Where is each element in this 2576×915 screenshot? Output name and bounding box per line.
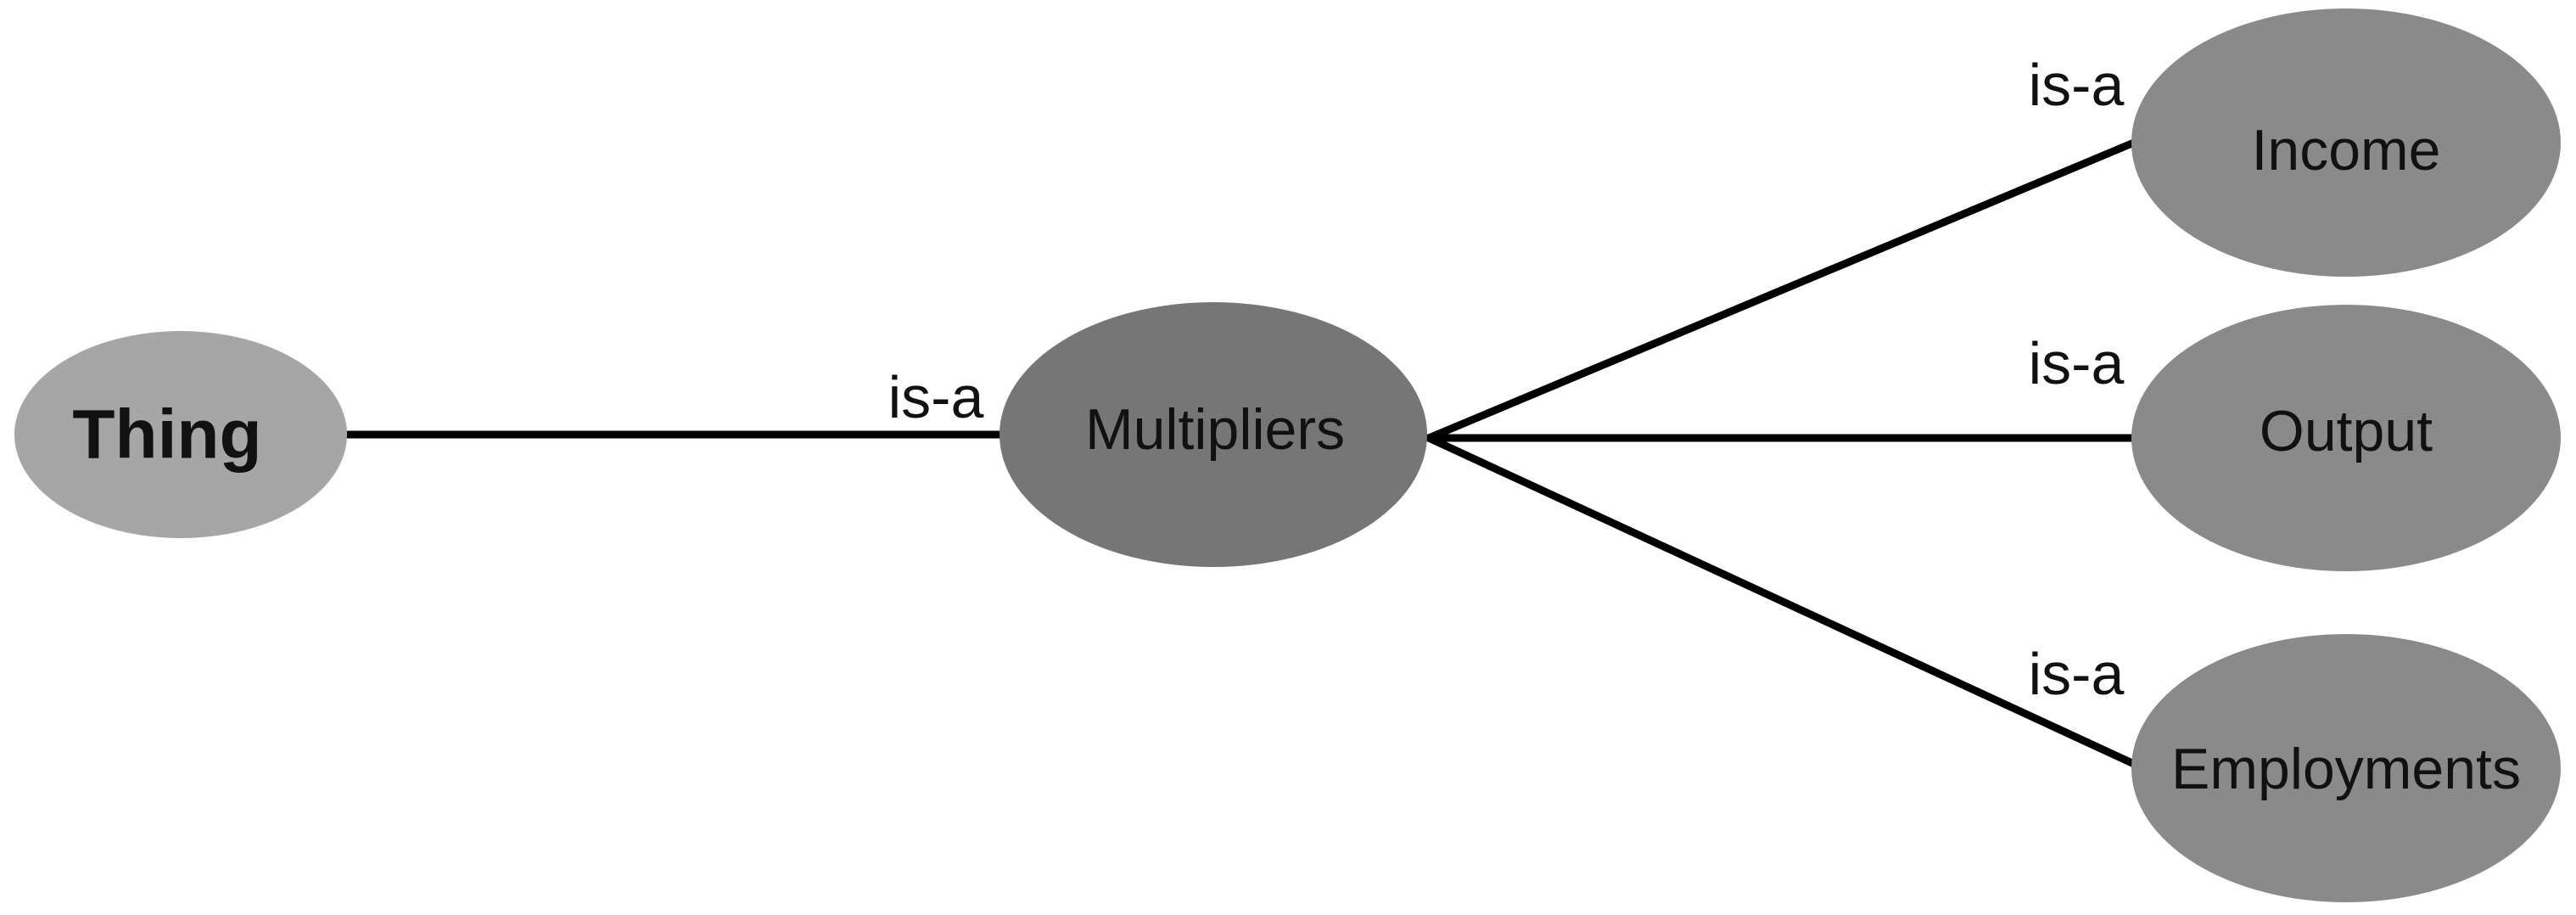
node-multipliers-shape bbox=[1000, 302, 1427, 567]
node-income: Income bbox=[2131, 8, 2561, 277]
node-employments-label: Employments bbox=[2171, 737, 2521, 801]
node-income-shape bbox=[2131, 8, 2561, 277]
node-income-label: Income bbox=[2252, 118, 2441, 182]
edge-label-income-multipliers: is-a bbox=[2029, 52, 2125, 118]
node-multipliers-label: Multipliers bbox=[1085, 397, 1345, 462]
edge-employments-to-multipliers bbox=[1425, 434, 2138, 768]
node-employments: Employments bbox=[2131, 634, 2561, 902]
node-employments-shape bbox=[2131, 634, 2561, 902]
edge-label-output-multipliers: is-a bbox=[2029, 330, 2125, 396]
node-thing-label: Thing bbox=[72, 396, 261, 474]
edge-label-multipliers-thing: is-a bbox=[888, 364, 984, 430]
node-thing: Thing bbox=[14, 331, 347, 538]
node-multipliers: Multipliers bbox=[1000, 302, 1427, 567]
node-output: Output bbox=[2131, 305, 2561, 571]
node-output-label: Output bbox=[2260, 399, 2433, 463]
edge-income-to-multipliers bbox=[1425, 138, 2138, 442]
edge-label-employments-multipliers: is-a bbox=[2029, 641, 2125, 707]
node-output-shape bbox=[2131, 305, 2561, 571]
node-thing-shape bbox=[14, 331, 347, 538]
